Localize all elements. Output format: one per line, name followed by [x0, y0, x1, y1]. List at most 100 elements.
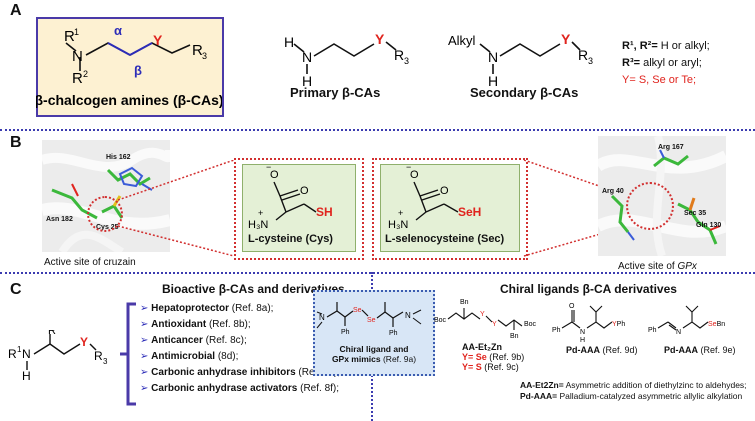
- sec-outer-dashed-box: [372, 158, 528, 260]
- cruzain-caption: Active site of cruzain: [44, 257, 136, 268]
- sec-h3n: H₃N: [388, 219, 408, 231]
- panel-label-c: C: [10, 281, 22, 298]
- bioactive-title: Bioactive β-CAs and derivatives: [162, 282, 345, 296]
- primary-r3-sup: 3: [404, 56, 409, 66]
- pd-aaa-imine-structure-svg: Ph N SeBn: [648, 305, 725, 336]
- pd1-h: H: [580, 337, 585, 344]
- primary-h1: H: [284, 34, 294, 50]
- bioactive-structure-svg: R 1 N H R 2 Y R 3: [8, 330, 108, 383]
- gpx-highlight-circle: [626, 182, 674, 230]
- secondary-n: N: [488, 49, 498, 65]
- aa-boc-left: Boc: [434, 317, 447, 324]
- bio-r1-sup: 1: [17, 345, 22, 354]
- bioactive-item-antimicrobial: ➢ Antimicrobial (8d);: [140, 351, 239, 362]
- bioactive-bracket: [120, 302, 136, 406]
- bioactive-item-label: Antioxidant: [151, 319, 207, 330]
- aa-y-se: Y= Se: [462, 352, 487, 362]
- general-structure-svg: R 1 N R 2 α β Y R 3 β-chalcogen amines (…: [36, 23, 222, 108]
- cys-outer-dashed-box: [234, 158, 364, 260]
- bioactive-item-ref: (Ref. 8f);: [297, 383, 340, 394]
- secondary-h: H: [488, 73, 498, 89]
- aa-ref-s: (Ref. 9c): [481, 362, 519, 372]
- cys-structure-svg: O − O SH H₃N +: [248, 164, 333, 231]
- cruzain-active-site-image: His 162 Asn 182 Cys 25: [42, 140, 170, 252]
- footnotes: AA-Et2Zn= Asymmetric addition of diethyl…: [520, 380, 747, 402]
- gpx-residue-gln130: Gln 130: [696, 222, 722, 229]
- aa-y2: Y: [492, 321, 497, 328]
- sec-seh-atom: SeH: [458, 205, 481, 219]
- bioactive-item-ref: (Ref. 8a);: [228, 303, 274, 314]
- pd1-n: N: [580, 329, 585, 336]
- cys-o-double: O: [300, 185, 309, 197]
- cys-caption: L-cysteine (Cys): [248, 233, 333, 245]
- sec-structure-svg: O − O SeH H₃N +: [388, 164, 481, 231]
- alpha-label: α: [114, 23, 122, 38]
- gpx-caption: Active site of GPx: [618, 261, 697, 272]
- aa-et2zn-structure-svg: Boc Bn Y Y Bn Boc: [434, 299, 537, 340]
- cys-o-minus: O: [270, 169, 279, 181]
- def-y: Y= S, Se or Te;: [622, 74, 697, 86]
- secondary-y: Y: [561, 31, 571, 47]
- secondary-r3: R: [578, 47, 588, 63]
- bioactive-item-hepatoprotector: ➢ Hepatoprotector (Ref. 8a);: [140, 303, 274, 314]
- n-atom-label: N: [72, 48, 83, 65]
- pd1-o: O: [569, 303, 575, 310]
- bioactive-item-label: Hepatoprotector: [151, 303, 229, 314]
- y-atom-label: Y: [153, 32, 163, 48]
- aa-y-s: Y= S: [462, 362, 482, 372]
- sec-caption: L-selenocysteine (Sec): [385, 233, 505, 245]
- def-r3-text: alkyl or aryl;: [640, 57, 702, 69]
- primary-caption: Primary β-CAs: [290, 85, 381, 100]
- pd2-n: N: [676, 329, 681, 336]
- pd1-name: Pd-AAA: [566, 345, 600, 355]
- dise-ph-left: Ph: [341, 329, 350, 336]
- chiral-box-ref: (Ref. 9a): [380, 354, 417, 364]
- dise-se1: Se: [353, 307, 362, 314]
- bioactive-item-ca-activators: ➢ Carbonic anhydrase activators (Ref. 8f…: [140, 383, 340, 394]
- bioactive-item-label: Antimicrobial: [151, 351, 216, 362]
- aa-bn-left: Bn: [460, 299, 469, 306]
- dise-se2: Se: [367, 317, 376, 324]
- chiral-box-line2: GPx mimics: [331, 354, 381, 364]
- sec-minus-sign: −: [406, 164, 411, 172]
- gpx-residue-arg167: Arg 167: [658, 144, 684, 151]
- def-r12-text: H or alkyl;: [657, 40, 710, 52]
- footnote2-label: Pd-AAA=: [520, 391, 558, 401]
- bio-r2: R: [48, 330, 56, 337]
- panel-label-b: B: [10, 134, 22, 151]
- bioactive-item-label: Carbonic anhydrase activators: [151, 383, 298, 394]
- pd2-sebn: SeBn: [708, 321, 725, 328]
- gpx-caption-prefix: Active site of: [618, 261, 678, 272]
- r2-label: R: [72, 70, 83, 87]
- pd-aaa-2-caption: Pd-AAA (Ref. 9e): [664, 345, 736, 355]
- pd1-ph: Ph: [552, 327, 561, 334]
- gpx-caption-italic: GPx: [677, 261, 697, 272]
- gpx-residue-arg40: Arg 40: [602, 188, 624, 195]
- cys-h3n: H₃N: [248, 219, 268, 231]
- bioactive-item-anticancer: ➢ Anticancer (Ref. 8c);: [140, 335, 247, 346]
- bioactive-list: ➢ Hepatoprotector (Ref. 8a); ➢ Antioxida…: [140, 301, 340, 397]
- primary-r3: R: [394, 47, 404, 63]
- bio-r1: R: [8, 347, 17, 361]
- footnote1-text: Asymmetric addition of diethylzinc to al…: [563, 380, 747, 390]
- pd2-ref: (Ref. 9e): [698, 345, 736, 355]
- general-caption: β-chalcogen amines (β-CAs): [36, 92, 222, 108]
- chiral-box-line1: Chiral ligand and: [339, 344, 409, 354]
- bioactive-item-ref: (8d);: [215, 351, 239, 362]
- sec-o-minus: O: [410, 169, 419, 181]
- pd1-yph: YPh: [612, 321, 625, 328]
- substituent-definitions: R¹, R²= H or alkyl; R³= alkyl or aryl; Y…: [622, 38, 710, 89]
- dise-n-left: N: [319, 313, 325, 322]
- beta-label: β: [134, 63, 142, 78]
- aa-y1: Y: [480, 311, 485, 318]
- aa-bn-right: Bn: [510, 333, 519, 340]
- footnote2-text: Palladium-catalyzed asymmetric allylic a…: [557, 391, 743, 401]
- r1-superscript: 1: [74, 27, 79, 37]
- secondary-r3-sup: 3: [588, 56, 593, 66]
- secondary-alkyl: Alkyl: [448, 33, 476, 48]
- bio-r3-sup: 3: [103, 357, 108, 366]
- bioactive-item-label: Anticancer: [151, 335, 203, 346]
- primary-n: N: [302, 49, 312, 65]
- bioactive-item-ref: (Ref. 8b);: [206, 319, 251, 330]
- r3-label: R: [192, 42, 203, 59]
